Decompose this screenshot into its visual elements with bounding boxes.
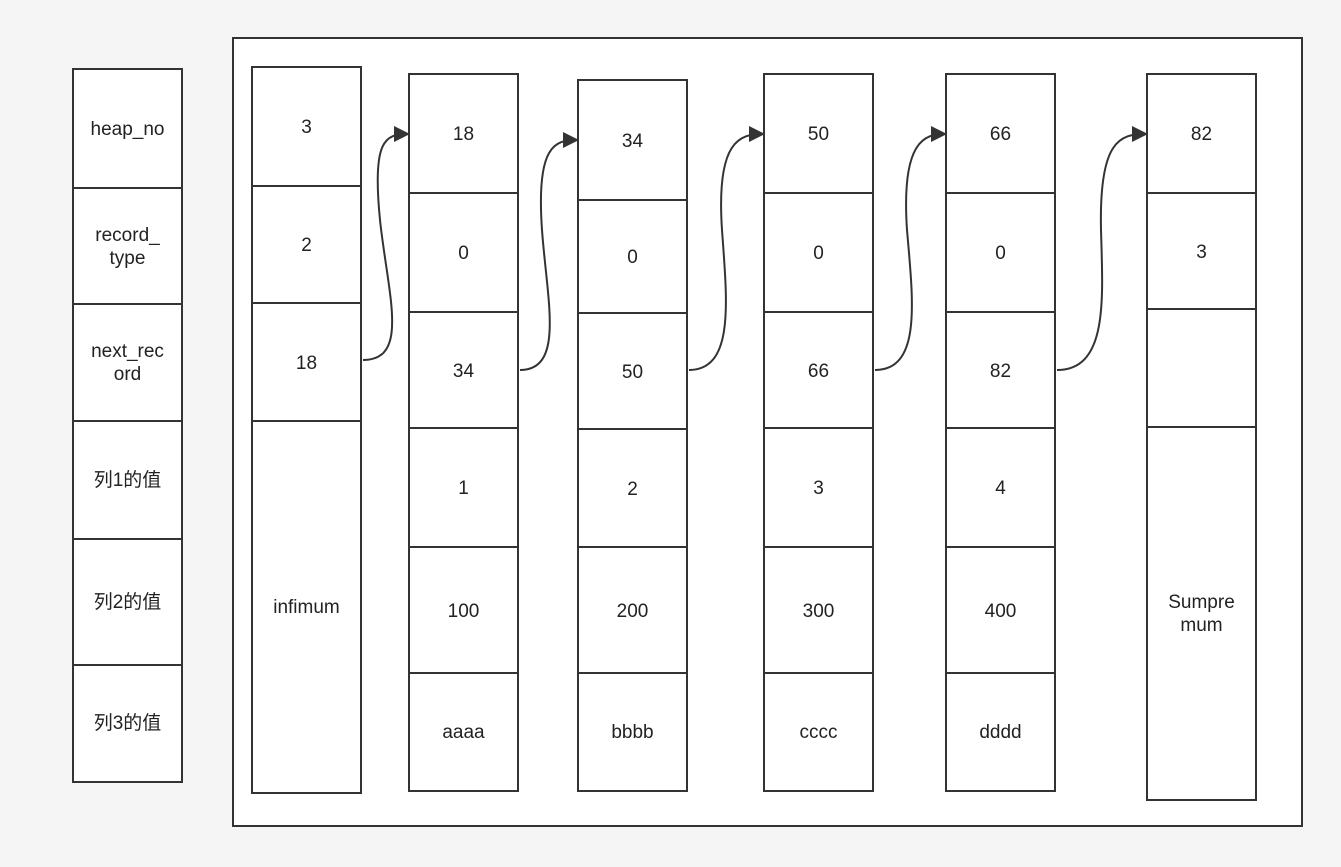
- column1-value-cell: 1: [410, 427, 517, 548]
- column1-value-cell: 2: [579, 428, 686, 548]
- column3-value-cell: bbbb: [579, 672, 686, 790]
- column1-value-cell: 3: [765, 427, 872, 548]
- supremum-label: Sumpre mum: [1148, 426, 1255, 799]
- next-record-cell: 34: [410, 311, 517, 429]
- legend-column2-value: 列2的值: [74, 538, 181, 665]
- legend-heap-no: heap_no: [90, 118, 165, 140]
- next-record-cell: 82: [947, 311, 1054, 429]
- column2-value-cell: 300: [765, 546, 872, 674]
- column2-value-cell: 100: [410, 546, 517, 674]
- next-record-cell: 18: [253, 302, 360, 422]
- record-4: 66 0 82 4 400 dddd: [945, 73, 1056, 792]
- record-type-cell: 0: [947, 192, 1054, 313]
- heap-no-cell: 3: [301, 117, 312, 138]
- legend-column1-value: 列1的值: [74, 420, 181, 539]
- record-infimum: 3 2 18 infimum: [251, 66, 362, 794]
- legend-column3-value: 列3的值: [74, 664, 181, 781]
- column3-value-cell: aaaa: [410, 672, 517, 790]
- column2-value-cell: 400: [947, 546, 1054, 674]
- record-type-cell: 0: [410, 192, 517, 313]
- heap-no-cell: 66: [989, 124, 1012, 145]
- heap-no-cell: 82: [1190, 124, 1213, 145]
- next-record-cell: 66: [765, 311, 872, 429]
- heap-no-cell: 34: [621, 130, 644, 152]
- heap-no-cell: 50: [807, 124, 830, 145]
- column3-value-cell: dddd: [947, 672, 1054, 790]
- infimum-label: infimum: [253, 420, 360, 792]
- legend-record-type: record_ type: [74, 187, 181, 304]
- record-type-cell: 0: [765, 192, 872, 313]
- record-1: 18 0 34 1 100 aaaa: [408, 73, 519, 792]
- record-2: 34 0 50 2 200 bbbb: [577, 79, 688, 792]
- column1-value-cell: 4: [947, 427, 1054, 548]
- record-type-cell: 3: [1148, 192, 1255, 310]
- record-3: 50 0 66 3 300 cccc: [763, 73, 874, 792]
- record-supremum: 82 3 Sumpre mum: [1146, 73, 1257, 801]
- heap-no-cell: 18: [452, 124, 475, 145]
- next-record-cell: 50: [579, 312, 686, 430]
- record-type-cell: 0: [579, 199, 686, 314]
- record-type-cell: 2: [253, 185, 360, 304]
- next-record-cell: [1148, 308, 1255, 428]
- field-legend-column: heap_no record_ type next_rec ord 列1的值 列…: [72, 68, 183, 783]
- legend-next-record: next_rec ord: [74, 303, 181, 421]
- column2-value-cell: 200: [579, 546, 686, 674]
- column3-value-cell: cccc: [765, 672, 872, 790]
